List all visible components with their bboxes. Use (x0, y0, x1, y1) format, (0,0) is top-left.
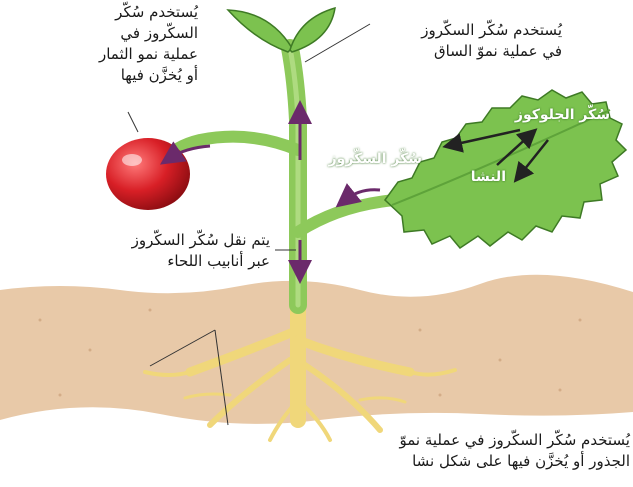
label-root-use: يُستخدم سُكّر السكّروز في عملية نموّ الج… (40, 430, 630, 472)
top-leaf-left (228, 10, 292, 52)
fruit-branch (165, 137, 298, 160)
top-leaf-right (290, 8, 335, 52)
label-starch: النشا (446, 168, 506, 186)
label-glucose: سُكّر الجلوكوز (488, 106, 610, 124)
label-stem-growth: يُستخدم سُكّر السكّروز في عملية نموّ الس… (340, 20, 562, 62)
label-sucrose-leaf: سُكّر السكّروز (314, 150, 422, 168)
fruit (106, 138, 190, 210)
label-fruit-use: يُستخدم سُكّر السكّروز في عملية نمو الثم… (0, 2, 198, 86)
leaf-branch (298, 200, 395, 232)
label-phloem-transport: يتم نقل سُكّر السكّروز عبر أنابيب اللحاء (10, 230, 270, 272)
